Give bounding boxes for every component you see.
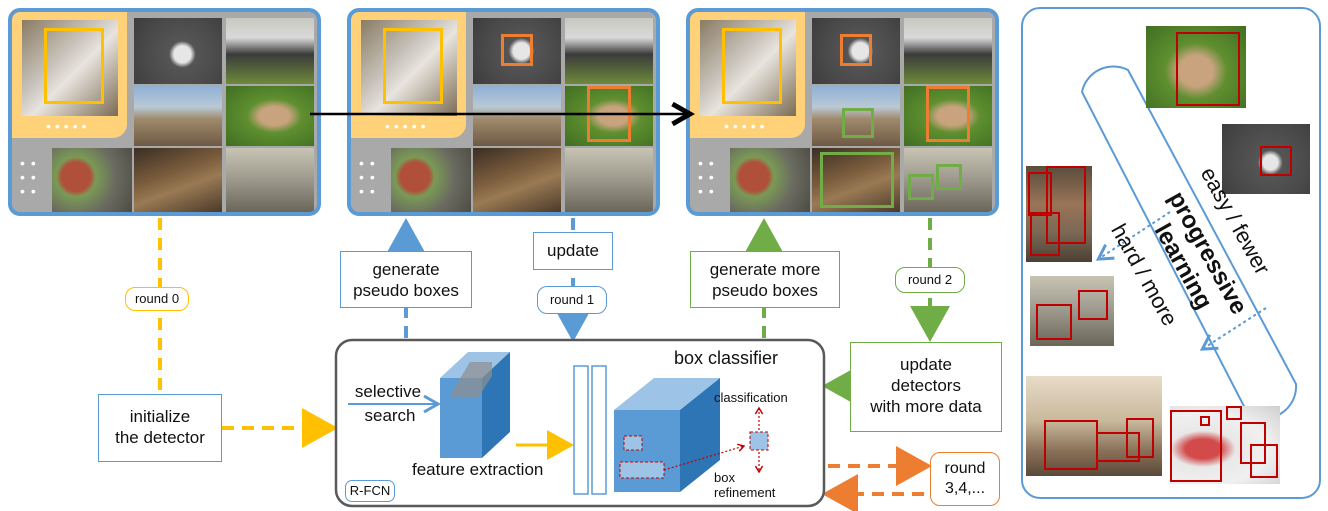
genmore-label-line2: pseudo boxes bbox=[712, 281, 818, 300]
image-robot bbox=[812, 18, 900, 84]
more-images-dots: ••••• bbox=[385, 118, 430, 134]
score-map-cube-icon bbox=[614, 378, 720, 492]
image-panel-round1: ••••• •••••• bbox=[347, 8, 660, 216]
box-classifier-title: box classifier bbox=[674, 348, 779, 368]
feature-extraction-label: feature extraction bbox=[412, 460, 544, 479]
update-detectors-box: update detectors with more data bbox=[850, 342, 1002, 432]
update-label: update bbox=[547, 241, 599, 260]
red-box bbox=[1240, 422, 1266, 464]
image-office bbox=[226, 148, 314, 212]
red-box bbox=[1036, 304, 1072, 340]
genmore-label-line1: generate more bbox=[709, 260, 821, 279]
rfcn-badge: R-FCN bbox=[345, 480, 395, 502]
round1-badge: round 1 bbox=[537, 286, 607, 314]
box-refinement-label: box refinement bbox=[714, 470, 775, 500]
round3-label-line2: 3,4,... bbox=[944, 480, 986, 497]
thumb-goose bbox=[1146, 26, 1246, 108]
more-images-dots: •••••• bbox=[698, 155, 720, 199]
red-box bbox=[1126, 418, 1154, 458]
image-dog bbox=[134, 148, 222, 212]
image-robot bbox=[134, 18, 222, 84]
round0-label: round 0 bbox=[134, 291, 180, 306]
red-box bbox=[1250, 444, 1278, 478]
image-dog bbox=[473, 148, 561, 212]
thumb-office bbox=[1030, 276, 1114, 346]
red-box bbox=[1260, 146, 1292, 176]
bounding-box bbox=[908, 174, 934, 200]
initialize-detector-box: initialize the detector bbox=[98, 394, 222, 462]
feature-cube-icon bbox=[440, 352, 510, 458]
image-people-dog bbox=[904, 18, 992, 84]
red-box bbox=[1200, 416, 1210, 426]
image-people-dog bbox=[226, 18, 314, 84]
gen-label-line2: pseudo boxes bbox=[353, 281, 459, 300]
bounding-box bbox=[501, 34, 533, 66]
round1-label: round 1 bbox=[549, 292, 595, 307]
red-box bbox=[1044, 420, 1098, 470]
init-label-line2: the detector bbox=[115, 428, 205, 447]
image-office bbox=[565, 148, 653, 212]
selective-line1: selective bbox=[354, 382, 422, 401]
image-office bbox=[904, 148, 992, 212]
round0-badge: round 0 bbox=[125, 287, 189, 311]
red-box bbox=[1170, 410, 1222, 482]
red-box bbox=[1046, 166, 1086, 244]
fc-layer bbox=[573, 365, 589, 495]
image-dog bbox=[812, 148, 900, 212]
thumb-robot bbox=[1222, 124, 1310, 194]
bounding-box bbox=[926, 86, 970, 142]
more-images-dots: ••••• bbox=[46, 118, 91, 134]
image-goose bbox=[904, 86, 992, 146]
image-people-dog bbox=[565, 18, 653, 84]
bounding-box bbox=[44, 28, 104, 104]
red-box bbox=[1028, 172, 1052, 216]
bounding-box bbox=[936, 164, 962, 190]
bounding-box bbox=[842, 108, 874, 138]
image-goose bbox=[565, 86, 653, 146]
red-box bbox=[1176, 32, 1240, 106]
classification-label: classification bbox=[714, 390, 788, 405]
more-images-dots: ••••• bbox=[724, 118, 769, 134]
image-beach bbox=[473, 86, 561, 146]
bounding-box bbox=[722, 28, 782, 104]
upd-label-line3: with more data bbox=[870, 397, 982, 416]
gen-label-line1: generate bbox=[372, 260, 440, 279]
bounding-box bbox=[820, 152, 894, 208]
generate-more-pseudo-boxes-box: generate more pseudo boxes bbox=[690, 251, 840, 308]
image-bowls bbox=[391, 148, 471, 212]
image-bowls bbox=[52, 148, 132, 212]
selective-search-label: selective search bbox=[350, 382, 430, 426]
update-box: update bbox=[533, 232, 613, 270]
bounding-box bbox=[840, 34, 872, 66]
image-panel-round0: ••••• •••••• bbox=[8, 8, 321, 216]
image-goose bbox=[226, 86, 314, 146]
roi-square bbox=[749, 431, 769, 451]
image-panel-round2: ••••• •••••• bbox=[686, 8, 999, 216]
init-label-line1: initialize bbox=[129, 407, 191, 426]
refine-line2: refinement bbox=[714, 485, 776, 500]
image-beach bbox=[134, 86, 222, 146]
selective-line2: search bbox=[364, 406, 416, 425]
round2-badge: round 2 bbox=[895, 267, 965, 293]
round3-label-line1: round bbox=[944, 460, 986, 477]
upd-label-line1: update bbox=[900, 355, 952, 374]
more-images-dots: •••••• bbox=[359, 155, 381, 199]
round3-badge: round 3,4,... bbox=[930, 452, 1000, 506]
image-robot bbox=[473, 18, 561, 84]
fc-layer bbox=[591, 365, 607, 495]
bounding-box bbox=[383, 28, 443, 104]
red-box bbox=[1226, 406, 1242, 420]
red-box bbox=[1030, 212, 1060, 256]
round2-label: round 2 bbox=[907, 272, 953, 287]
refine-line1: box bbox=[714, 470, 735, 485]
rfcn-label: R-FCN bbox=[349, 483, 391, 498]
red-box bbox=[1096, 432, 1140, 462]
red-box bbox=[1078, 290, 1108, 320]
upd-label-line2: detectors bbox=[891, 376, 961, 395]
more-images-dots: •••••• bbox=[20, 155, 42, 199]
generate-pseudo-boxes-box: generate pseudo boxes bbox=[340, 251, 472, 308]
image-bowls bbox=[730, 148, 810, 212]
